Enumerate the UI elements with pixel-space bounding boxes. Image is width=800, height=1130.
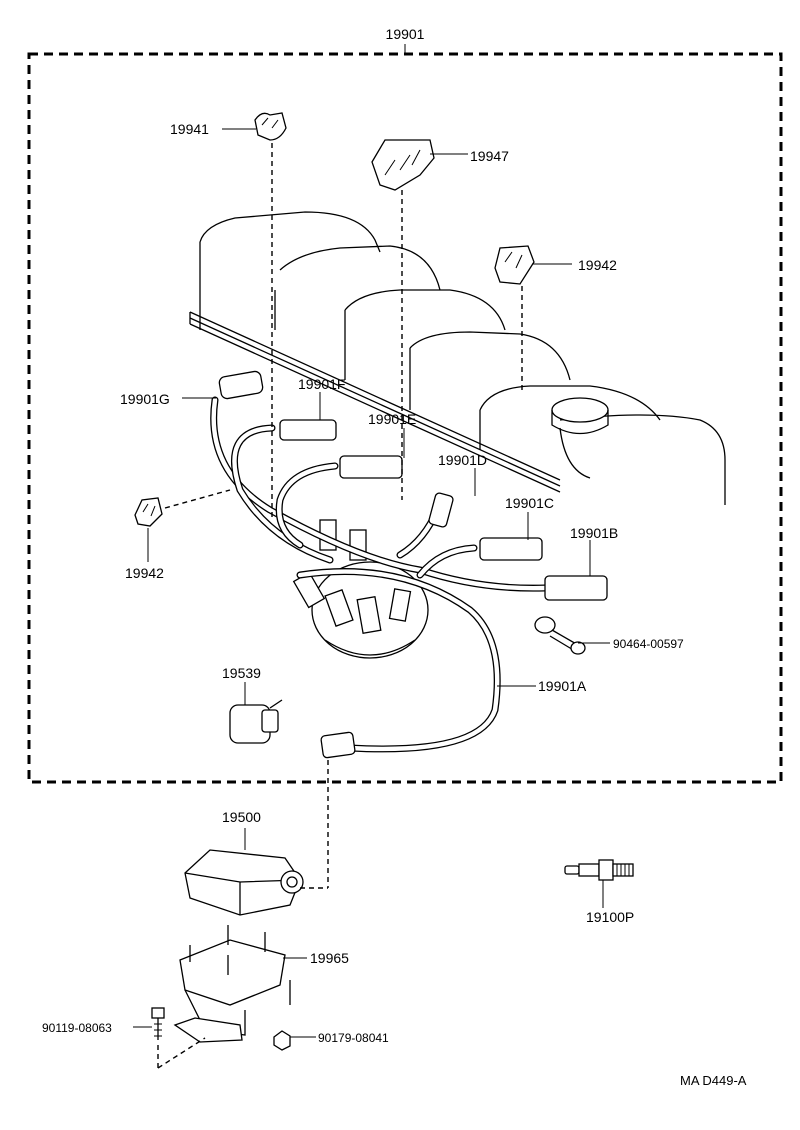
ignition-coil-19500 xyxy=(184,849,304,916)
assembly-boundary xyxy=(27,44,783,784)
condenser-19539 xyxy=(229,699,283,744)
label-19941: 19941 xyxy=(170,121,209,137)
clamp-19942-left xyxy=(134,497,163,527)
nut-90179 xyxy=(273,1030,291,1051)
distributor-cap xyxy=(292,519,429,659)
bolt-90119 xyxy=(151,1007,165,1040)
engine-valve-cover xyxy=(189,211,726,505)
label-19100P: 19100P xyxy=(586,909,634,925)
label-19901C: 19901C xyxy=(505,495,554,511)
label-19901E: 19901E xyxy=(368,411,416,427)
part-labels: 19941 19947 19942 19942 19901G 19901F 19… xyxy=(42,121,747,1088)
clamp-19947 xyxy=(371,139,435,191)
label-19901F: 19901F xyxy=(298,376,345,392)
label-19901G: 19901G xyxy=(120,391,170,407)
label-19965: 19965 xyxy=(310,950,349,966)
drawing-code: MA D449-A xyxy=(680,1073,747,1088)
label-19539: 19539 xyxy=(222,665,261,681)
label-19942-left: 19942 xyxy=(125,565,164,581)
leader-lines xyxy=(133,128,610,1069)
clamp-19942-top xyxy=(494,245,535,285)
label-90119-08063: 90119-08063 xyxy=(42,1021,112,1035)
label-19901D: 19901D xyxy=(438,452,487,468)
label-19500: 19500 xyxy=(222,809,261,825)
spark-plug-19100P xyxy=(564,859,634,881)
ignition-wires xyxy=(210,396,549,753)
bolt-90464 xyxy=(534,616,586,655)
label-90179-08041: 90179-08041 xyxy=(318,1031,389,1045)
assembly-label: 19901 xyxy=(386,26,425,42)
clamp-19941 xyxy=(254,112,287,141)
label-19942-top: 19942 xyxy=(578,257,617,273)
label-90464-00597: 90464-00597 xyxy=(613,637,684,651)
plug-boots xyxy=(218,370,608,759)
label-19901A: 19901A xyxy=(538,678,587,694)
bracket-19965 xyxy=(173,925,291,1043)
label-19947: 19947 xyxy=(470,148,509,164)
label-19901B: 19901B xyxy=(570,525,618,541)
